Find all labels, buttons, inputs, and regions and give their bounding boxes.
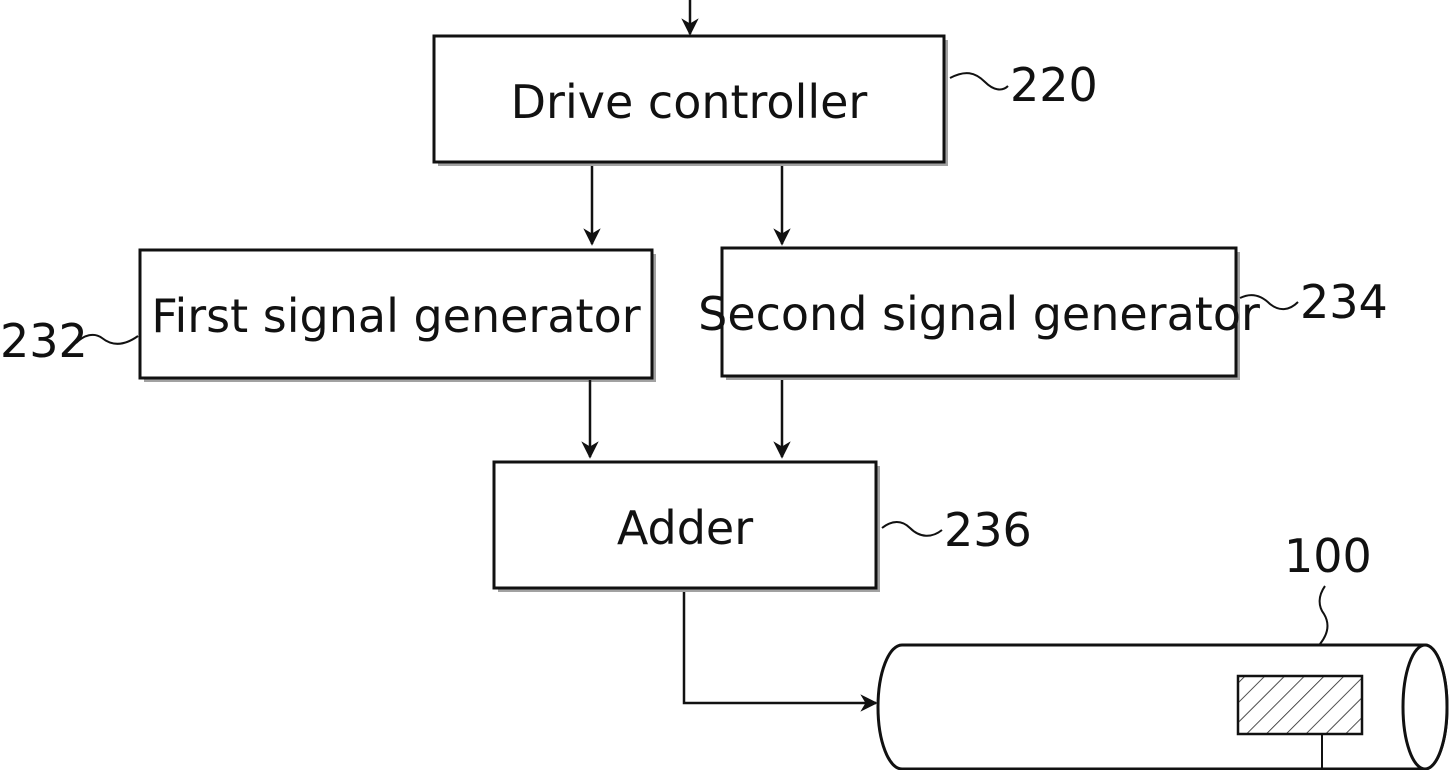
- drive-controller-label: Drive controller: [511, 75, 868, 129]
- arrow-adder-to-device: [684, 592, 876, 703]
- second-signal-generator-label: Second signal generator: [698, 287, 1260, 341]
- cylinder-end-cap: [1403, 645, 1447, 769]
- leader-line-236: [882, 522, 942, 536]
- drive-controller-block: Drive controller: [434, 36, 948, 166]
- leader-line-100: [1320, 586, 1328, 644]
- ref-232: 232: [0, 314, 88, 368]
- ref-100: 100: [1284, 529, 1372, 583]
- hatched-element: [1238, 676, 1362, 734]
- device-cylinder: [878, 645, 1447, 770]
- ref-220: 220: [1010, 58, 1098, 112]
- adder-block: Adder: [494, 462, 880, 592]
- ref-236: 236: [944, 503, 1032, 557]
- first-signal-generator-block: First signal generator: [140, 250, 656, 382]
- ref-234: 234: [1300, 275, 1388, 329]
- leader-line-220: [950, 73, 1008, 89]
- adder-label: Adder: [617, 501, 753, 555]
- second-signal-generator-block: Second signal generator: [698, 248, 1260, 380]
- first-signal-generator-label: First signal generator: [151, 289, 640, 343]
